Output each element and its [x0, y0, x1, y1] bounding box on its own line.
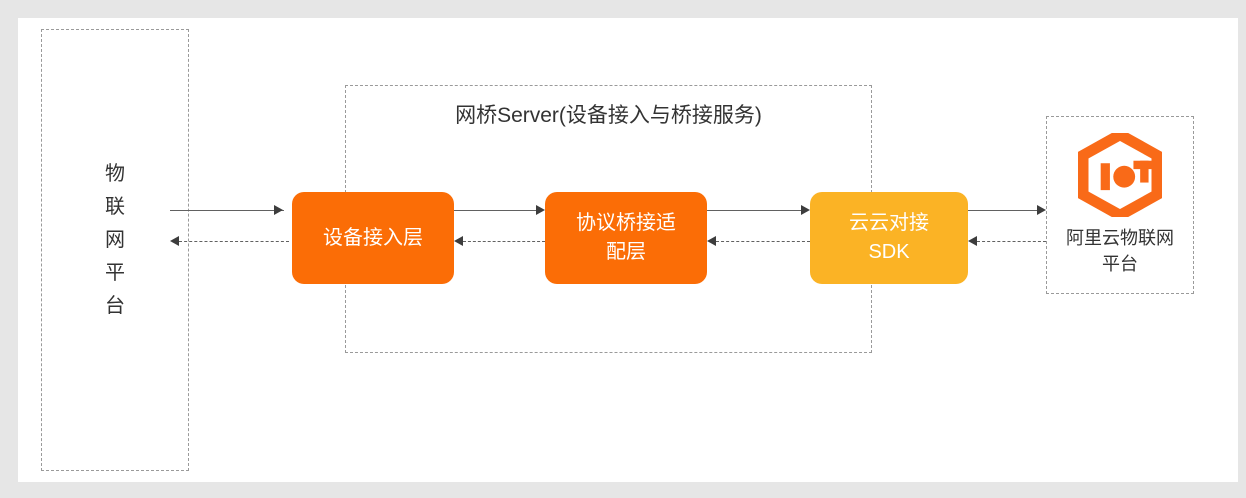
alibaba-cloud-iot-logo-icon — [1078, 133, 1162, 217]
arrowhead-left-aliyun-to-cloud-sdk — [968, 236, 977, 246]
arrowhead-left-protocol-bridge-to-device-access — [454, 236, 463, 246]
group-box-aliyun-iot-platform — [1046, 116, 1194, 294]
arrowhead-left-device-access-to-iot — [170, 236, 179, 246]
arrowhead-left-cloud-sdk-to-protocol-bridge — [707, 236, 716, 246]
arrowhead-right-protocol-bridge-to-cloud-sdk — [801, 205, 810, 215]
connector-protocol-bridge-to-device-access-dashed — [463, 241, 545, 242]
diagram-canvas: 物 联 网 平 台 网桥Server(设备接入与桥接服务) 阿里云物联网 平台 … — [18, 18, 1238, 482]
connector-aliyun-to-cloud-sdk-dashed — [977, 241, 1046, 242]
connector-device-access-to-iot-dashed — [179, 241, 289, 242]
group-label-iot-platform: 物 联 网 平 台 — [105, 163, 125, 317]
connector-cloud-sdk-to-aliyun-solid — [968, 210, 1038, 211]
group-label-aliyun-iot-platform: 阿里云物联网 平台 — [1066, 228, 1174, 274]
connector-protocol-bridge-to-cloud-sdk-solid — [707, 210, 802, 211]
connector-cloud-sdk-to-protocol-bridge-dashed — [716, 241, 810, 242]
connector-iot-to-device-access-solid — [170, 210, 284, 211]
node-protocol-bridge[interactable]: 协议桥接适 配层 — [545, 192, 707, 284]
arrowhead-right-cloud-sdk-to-aliyun — [1037, 205, 1046, 215]
arrowhead-right-iot-to-device-access — [274, 205, 283, 215]
node-device-access[interactable]: 设备接入层 — [292, 192, 454, 284]
arrowhead-right-device-access-to-protocol-bridge — [536, 205, 545, 215]
connector-device-access-to-protocol-bridge-solid — [454, 210, 537, 211]
group-box-iot-platform — [41, 29, 189, 471]
group-label-bridge-server: 网桥Server(设备接入与桥接服务) — [455, 104, 762, 127]
node-cloud-sdk[interactable]: 云云对接 SDK — [810, 192, 968, 284]
